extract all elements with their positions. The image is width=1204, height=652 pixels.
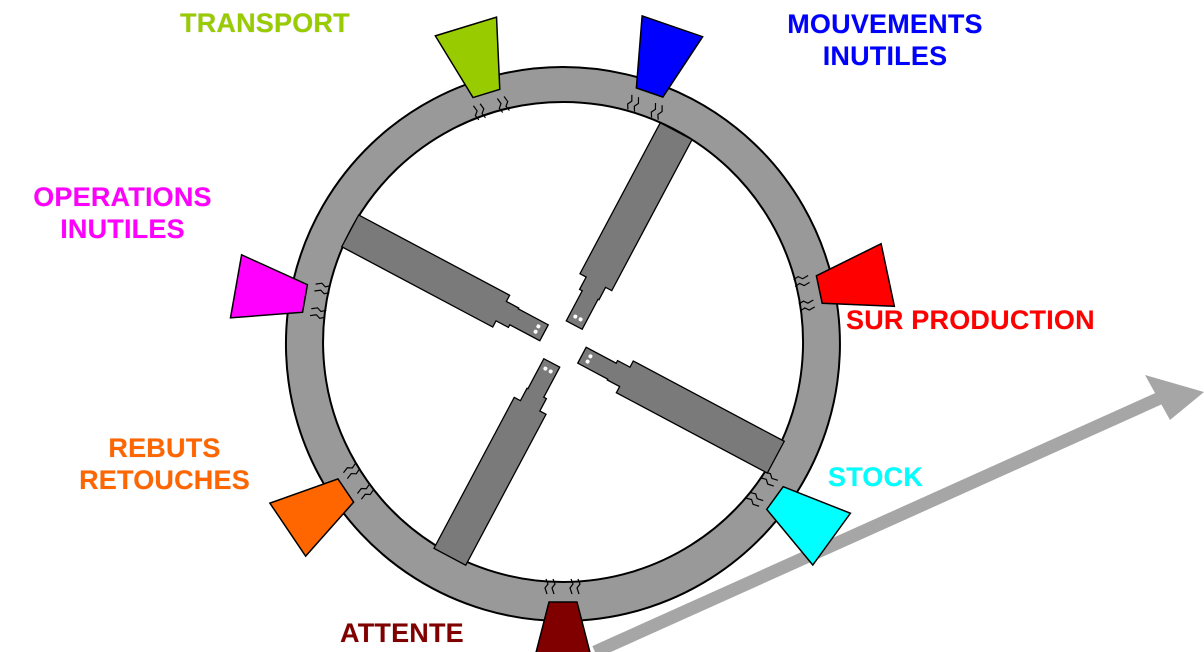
crack-line — [544, 578, 549, 595]
label-rebuts-line-2: RETOUCHES — [79, 465, 250, 495]
wedge-stock — [765, 485, 852, 567]
spoke-sw — [433, 357, 561, 567]
label-stock: STOCK — [828, 461, 923, 493]
wedge-mouvements — [635, 14, 704, 98]
crack-line — [503, 96, 510, 111]
crack-line — [346, 469, 360, 479]
crack-line — [479, 103, 486, 119]
wedge-attente — [530, 601, 596, 652]
crack-line — [315, 282, 331, 288]
crack-line — [569, 578, 574, 595]
label-stock-line-1: STOCK — [828, 462, 924, 492]
crack-line — [760, 477, 774, 487]
label-operations-line-1: OPERATIONS — [33, 182, 212, 212]
progress-arrow — [592, 375, 1204, 652]
ring-cracks — [309, 94, 816, 595]
spoke-se — [576, 346, 786, 474]
crack-line — [576, 578, 581, 595]
label-transport-line-1: TRANSPORT — [180, 8, 350, 38]
label-transport: TRANSPORT — [180, 7, 350, 39]
label-attente-line-1: ATTENTE — [340, 618, 464, 648]
crack-line — [360, 489, 374, 500]
crack-line — [746, 497, 760, 507]
wheel-spokes — [340, 121, 786, 567]
label-operations-inutiles: OPERATIONS INUTILES — [10, 181, 235, 245]
wedge-surproduction — [815, 242, 896, 308]
wheel-ring — [285, 66, 841, 622]
crack-line — [311, 307, 327, 313]
label-rebuts-retouches: REBUTS RETOUCHES — [62, 432, 267, 496]
progress-arrow-shaft — [592, 392, 1163, 652]
label-rebuts-line-1: REBUTS — [108, 433, 221, 463]
crack-line — [472, 105, 480, 121]
spoke-nw — [340, 214, 550, 342]
crack-line — [798, 299, 814, 305]
crack-line — [650, 102, 657, 118]
label-mouvements-line-2: INUTILES — [822, 41, 948, 71]
wedge-transport — [434, 16, 501, 99]
crack-line — [750, 491, 764, 502]
crack-line — [343, 463, 356, 474]
crack-line — [627, 94, 633, 110]
wedges — [229, 14, 896, 652]
wedge-rebuts — [268, 478, 355, 558]
label-attente: ATTENTE — [340, 617, 464, 649]
label-surproduction-line-1: SUR PRODUCTION — [846, 305, 1095, 335]
crack-line — [794, 281, 810, 287]
wedge-operations — [229, 253, 309, 319]
crack-line — [657, 105, 663, 120]
crack-line — [314, 289, 330, 295]
label-mouvements-inutiles: MOUVEMENTS INUTILES — [780, 8, 990, 72]
crack-line — [551, 578, 556, 595]
label-sur-production: SUR PRODUCTION — [846, 304, 1095, 336]
spoke-ne — [565, 121, 693, 331]
label-operations-line-2: INUTILES — [60, 214, 185, 244]
crack-line — [793, 275, 809, 281]
crack-line — [799, 306, 816, 312]
crack-line — [309, 314, 326, 320]
crack-line — [633, 97, 640, 112]
crack-line — [765, 471, 779, 481]
progress-arrow-head — [1145, 375, 1204, 420]
crack-line — [496, 98, 504, 113]
crack-line — [356, 483, 370, 494]
label-mouvements-line-1: MOUVEMENTS — [787, 9, 983, 39]
